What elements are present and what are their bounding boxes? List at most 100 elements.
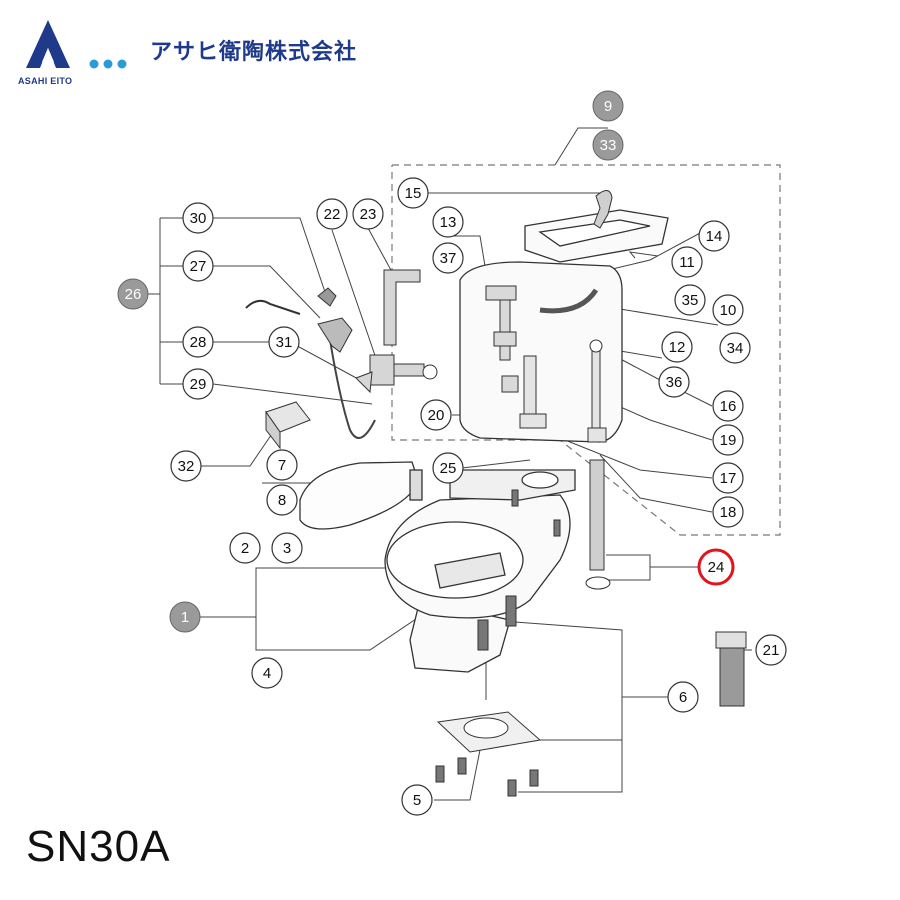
callout-number: 14: [706, 228, 723, 245]
callout-number: 8: [278, 492, 286, 509]
callout-number: 1: [181, 609, 189, 626]
callout-circle: [432, 452, 464, 484]
callout-circle: [755, 634, 787, 666]
callout-number: 17: [720, 470, 737, 487]
callout-number: 36: [666, 374, 683, 391]
callout-2: 2: [229, 532, 261, 564]
callout-circle: [182, 326, 214, 358]
callout-number: 32: [178, 458, 195, 475]
callout-number: 21: [763, 642, 780, 659]
callout-20: 20: [420, 399, 452, 431]
callout-circle: [117, 278, 149, 310]
callout-8: 8: [266, 484, 298, 516]
callout-number: 24: [708, 559, 725, 576]
callout-number: 7: [278, 457, 286, 474]
callout-circle: [271, 532, 303, 564]
callout-circle: [432, 206, 464, 238]
bracket-part: [265, 401, 311, 450]
callout-number: 30: [190, 210, 207, 227]
callout-number: 16: [720, 398, 737, 415]
callout-number: 10: [720, 302, 737, 319]
callout-10: 10: [712, 294, 744, 326]
callout-circle: [182, 368, 214, 400]
stop-valve: [355, 269, 438, 394]
callout-number: 29: [190, 376, 207, 393]
callout-number: 15: [405, 185, 422, 202]
callout-circle: [352, 198, 384, 230]
callout-23: 23: [352, 198, 384, 230]
callout-number: 19: [720, 432, 737, 449]
drain-pipe: [585, 459, 611, 590]
callout-number: 35: [682, 292, 699, 309]
callout-circle: [170, 450, 202, 482]
callout-number: 26: [125, 286, 142, 303]
callout-22: 22: [316, 198, 348, 230]
callout-circle: [182, 250, 214, 282]
callout-26: 26: [117, 278, 149, 310]
callout-11: 11: [671, 246, 703, 278]
asahi-eito-logo: ASAHI EITO: [18, 18, 128, 90]
callout-1: 1: [169, 601, 201, 633]
callout-32: 32: [170, 450, 202, 482]
callout-circle: [674, 284, 706, 316]
callout-number: 34: [727, 340, 744, 357]
callout-circle: [432, 242, 464, 274]
callout-5: 5: [401, 784, 433, 816]
callout-circle: [712, 294, 744, 326]
callout-circle: [266, 449, 298, 481]
callout-circle: [712, 496, 744, 528]
tank-group-outline: [391, 164, 781, 536]
callout-34: 34: [719, 332, 751, 364]
callout-number: 11: [679, 254, 695, 271]
callout-3: 3: [271, 532, 303, 564]
extension-pipe: [715, 631, 747, 707]
callout-circle: [169, 601, 201, 633]
callout-number: 13: [440, 214, 457, 231]
logo-mark-icon: [26, 20, 127, 69]
callout-number: 25: [440, 460, 457, 477]
callout-number: 20: [428, 407, 445, 424]
callout-36: 36: [658, 366, 690, 398]
callout-35: 35: [674, 284, 706, 316]
callout-circle: [667, 681, 699, 713]
callout-circle: [592, 90, 624, 122]
callout-number: 31: [276, 334, 293, 351]
callout-25: 25: [432, 452, 464, 484]
callout-number: 27: [190, 258, 207, 275]
model-number: SN30A: [26, 822, 171, 871]
callout-13: 13: [432, 206, 464, 238]
callout-circle: [712, 424, 744, 456]
overflow-pipe: [587, 339, 607, 443]
callout-circle: [268, 326, 300, 358]
spout-part: [593, 190, 613, 229]
callout-circle: [397, 177, 429, 209]
callout-circle: [401, 784, 433, 816]
callout-circle: [316, 198, 348, 230]
floor-flange: [436, 711, 542, 753]
callout-circle: [592, 129, 624, 161]
callout-circle: [266, 484, 298, 516]
callout-number: 3: [283, 540, 291, 557]
callout-number: 33: [600, 137, 617, 154]
callout-number: 37: [440, 250, 457, 267]
callout-16: 16: [712, 390, 744, 422]
callout-15: 15: [397, 177, 429, 209]
callout-24: 24: [697, 548, 735, 586]
callout-circle: [671, 246, 703, 278]
callout-7: 7: [266, 449, 298, 481]
callout-37: 37: [432, 242, 464, 274]
callout-number: 18: [720, 504, 737, 521]
leader-lines: [148, 127, 752, 801]
callout-circle: [658, 366, 690, 398]
logo-text: ASAHI EITO: [18, 76, 73, 86]
callout-number: 9: [604, 98, 612, 115]
callout-number: 4: [263, 665, 271, 682]
hand-shower: [317, 317, 353, 353]
callout-28: 28: [182, 326, 214, 358]
callout-circle: [182, 202, 214, 234]
callout-circle: [697, 548, 735, 586]
flush-valve: [519, 355, 547, 429]
flex-hose: [539, 288, 599, 314]
callout-4: 4: [251, 657, 283, 689]
